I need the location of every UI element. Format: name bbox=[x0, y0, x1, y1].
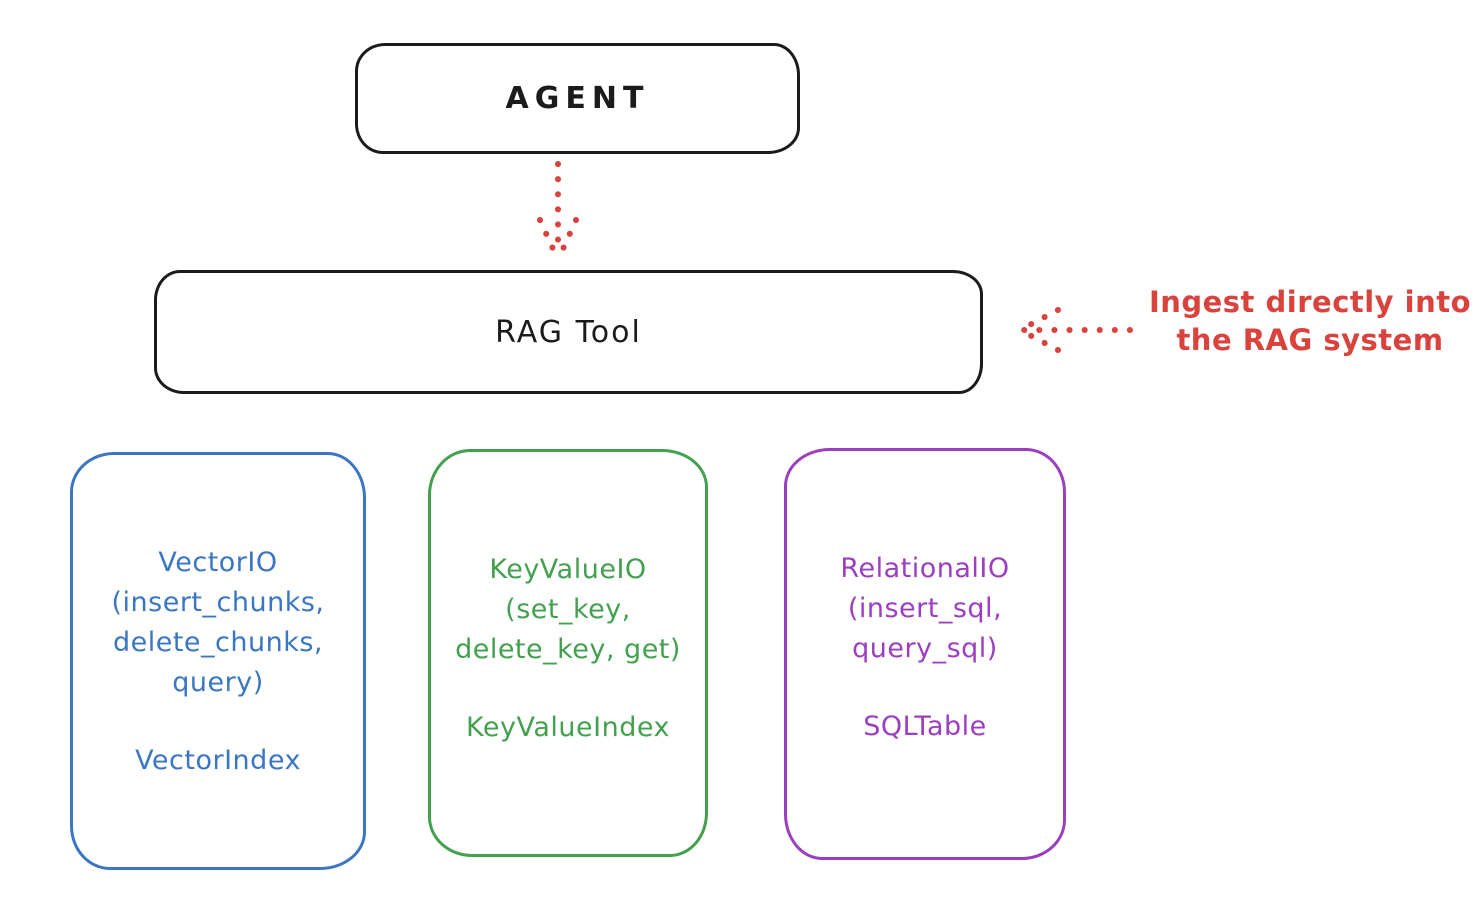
rag-tool-box: RAG Tool bbox=[154, 270, 983, 394]
ingest-arrow-icon bbox=[1017, 307, 1133, 353]
vector-index-label: VectorIndex bbox=[135, 745, 301, 776]
relational-io-line: (insert_sql, bbox=[847, 593, 1003, 624]
vector-io-box: VectorIO (insert_chunks, delete_chunks, … bbox=[70, 452, 366, 870]
keyvalue-io-line: delete_key, get) bbox=[455, 634, 681, 665]
rag-tool-label: RAG Tool bbox=[495, 314, 642, 350]
agent-to-rag-arrow-icon bbox=[537, 161, 579, 263]
keyvalue-io-box: KeyValueIO (set_key, delete_key, get) Ke… bbox=[428, 449, 708, 857]
ingest-annotation-line1: Ingest directly into bbox=[1148, 285, 1472, 319]
ingest-annotation: Ingest directly into the RAG system bbox=[1140, 283, 1480, 359]
relational-io-box: RelationalIO (insert_sql, query_sql) SQL… bbox=[784, 448, 1066, 860]
keyvalue-io-description: KeyValueIO (set_key, delete_key, get) bbox=[431, 550, 705, 670]
sql-table-label: SQLTable bbox=[863, 711, 987, 742]
agent-label: AGENT bbox=[505, 81, 650, 116]
relational-io-line: RelationalIO bbox=[840, 553, 1010, 584]
vector-io-line: query) bbox=[172, 667, 264, 698]
ingest-annotation-line2: the RAG system bbox=[1176, 323, 1444, 357]
keyvalue-io-line: (set_key, bbox=[505, 594, 631, 625]
vector-io-line: (insert_chunks, bbox=[111, 587, 325, 618]
keyvalue-index-label: KeyValueIndex bbox=[466, 712, 670, 743]
vector-io-line: delete_chunks, bbox=[112, 627, 324, 658]
agent-box: AGENT bbox=[355, 43, 800, 154]
keyvalue-io-line: KeyValueIO bbox=[489, 554, 647, 585]
vector-io-line: VectorIO bbox=[158, 547, 278, 578]
vector-io-description: VectorIO (insert_chunks, delete_chunks, … bbox=[73, 543, 363, 703]
relational-io-line: query_sql) bbox=[852, 633, 998, 664]
relational-io-description: RelationalIO (insert_sql, query_sql) bbox=[787, 549, 1063, 669]
